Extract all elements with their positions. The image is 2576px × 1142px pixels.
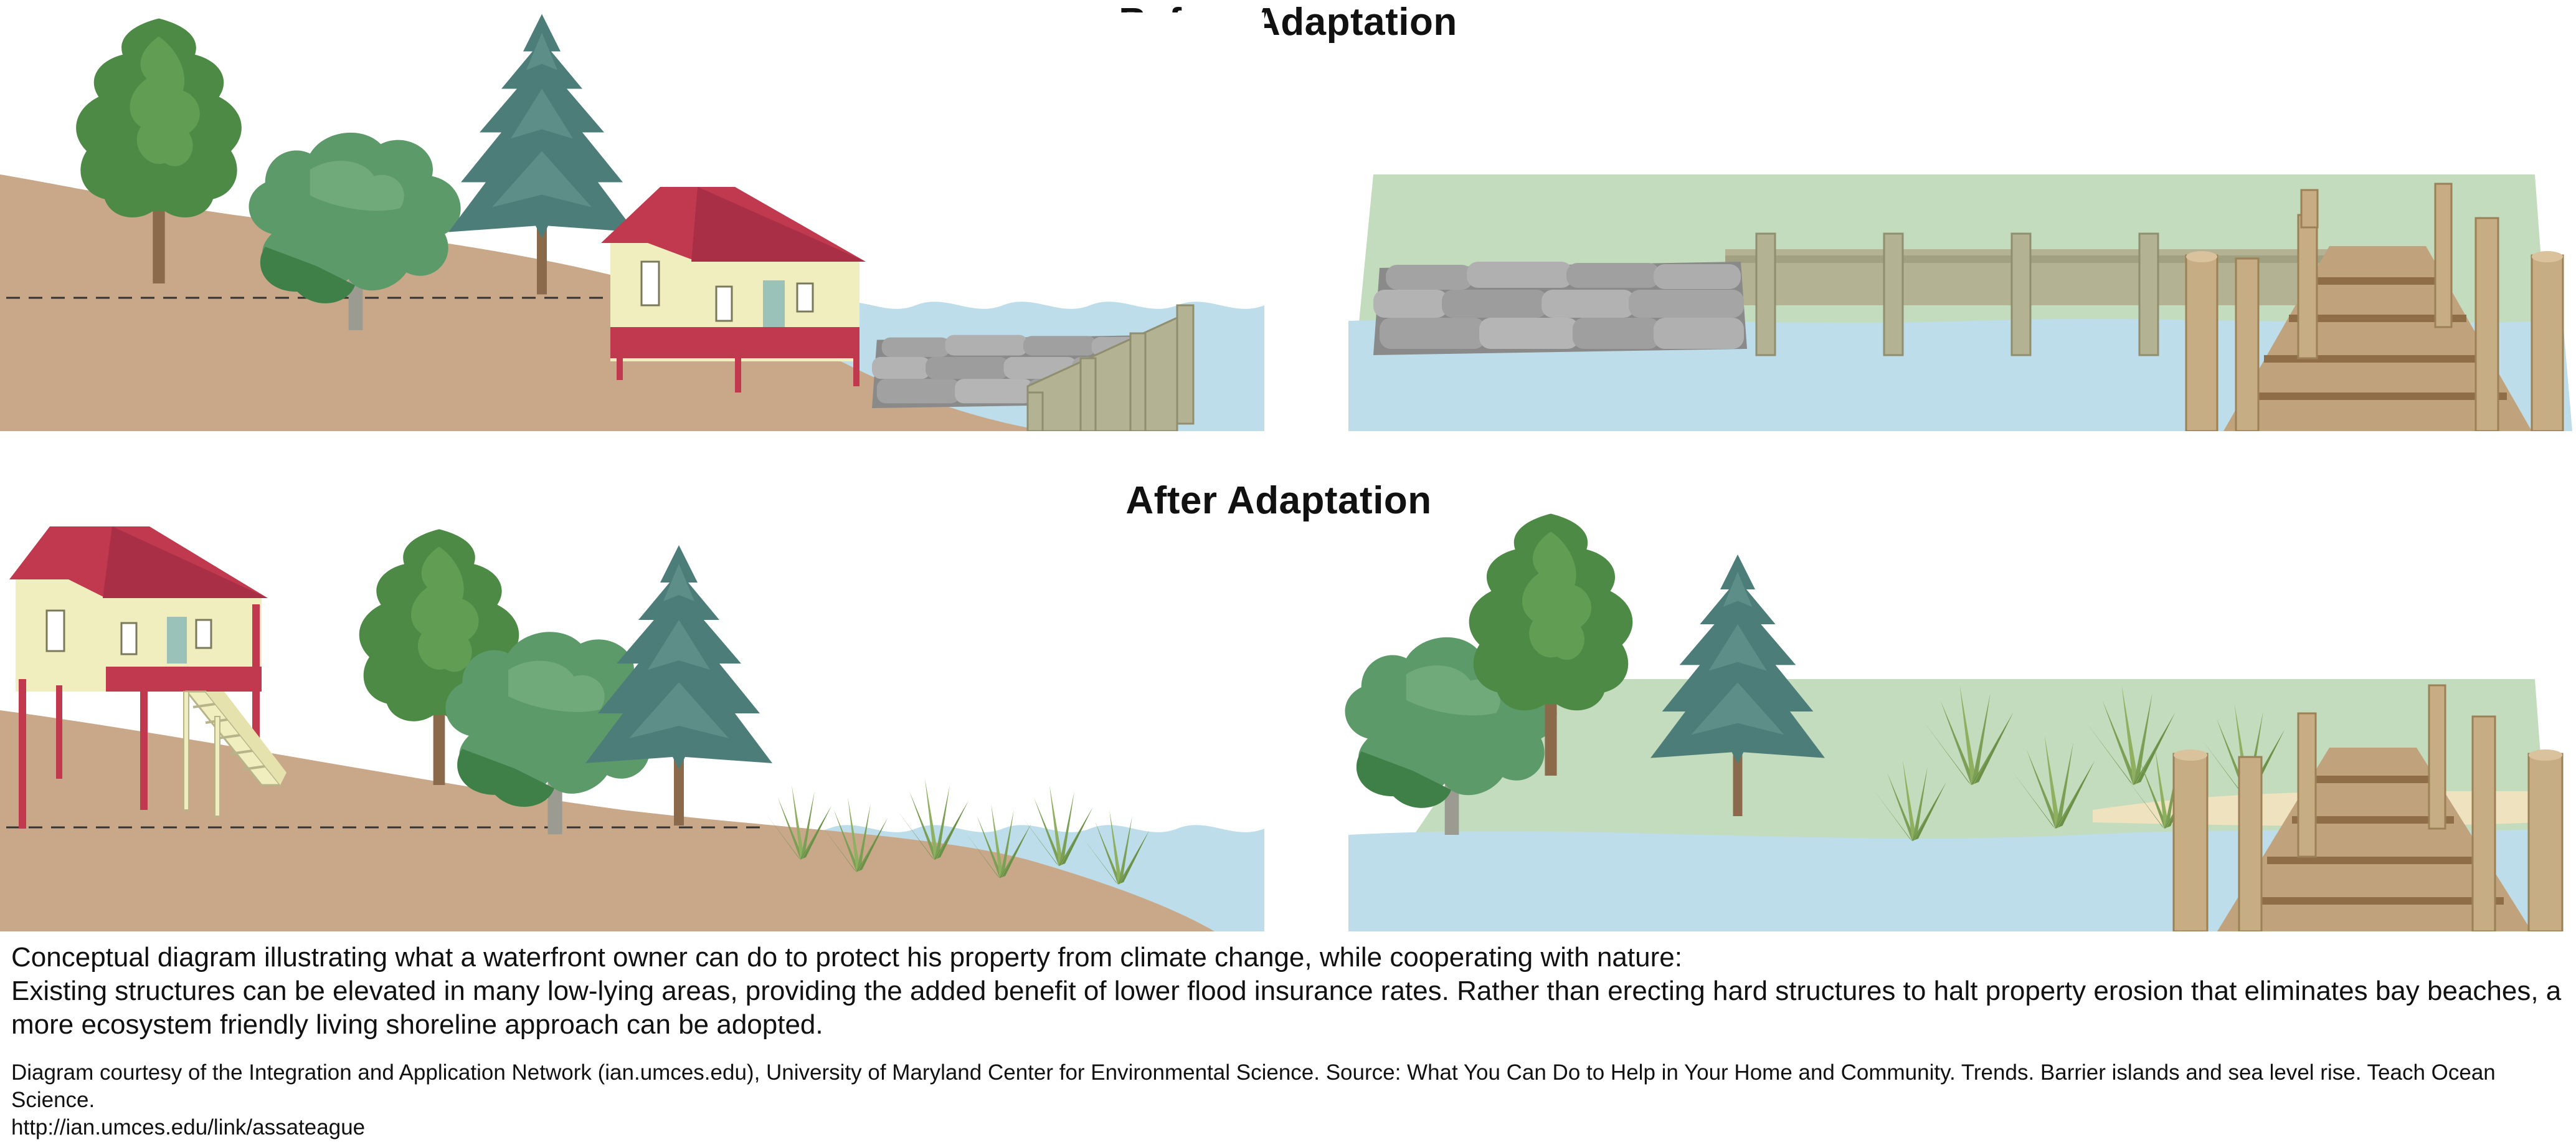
caption-intro: Conceptual diagram illustrating what a w… (11, 942, 1682, 973)
caption-credit: Diagram courtesy of the Integration and … (11, 1060, 2496, 1112)
caption-link[interactable]: http://ian.umces.edu/link/assateague (11, 1115, 366, 1140)
after-house-scene (0, 526, 1264, 931)
bulkhead-wall (1725, 232, 2379, 356)
after-adaptation-title: After Adaptation (1125, 479, 1432, 522)
before-dock-scene (1348, 174, 2572, 431)
caption-body: Existing structures can be elevated in m… (11, 976, 2562, 1040)
bulkhead-wall (1026, 304, 1195, 431)
after-dock-scene (1345, 513, 2564, 931)
house-icon (601, 187, 866, 393)
before-house-scene (0, 12, 1264, 431)
dock-icon (2172, 684, 2564, 931)
riprap-rocks-icon (1373, 262, 1747, 355)
sand-slope (0, 710, 1215, 931)
sand-slope (0, 174, 1046, 431)
elevated-house-icon (9, 526, 286, 829)
dock-icon (2185, 183, 2564, 431)
